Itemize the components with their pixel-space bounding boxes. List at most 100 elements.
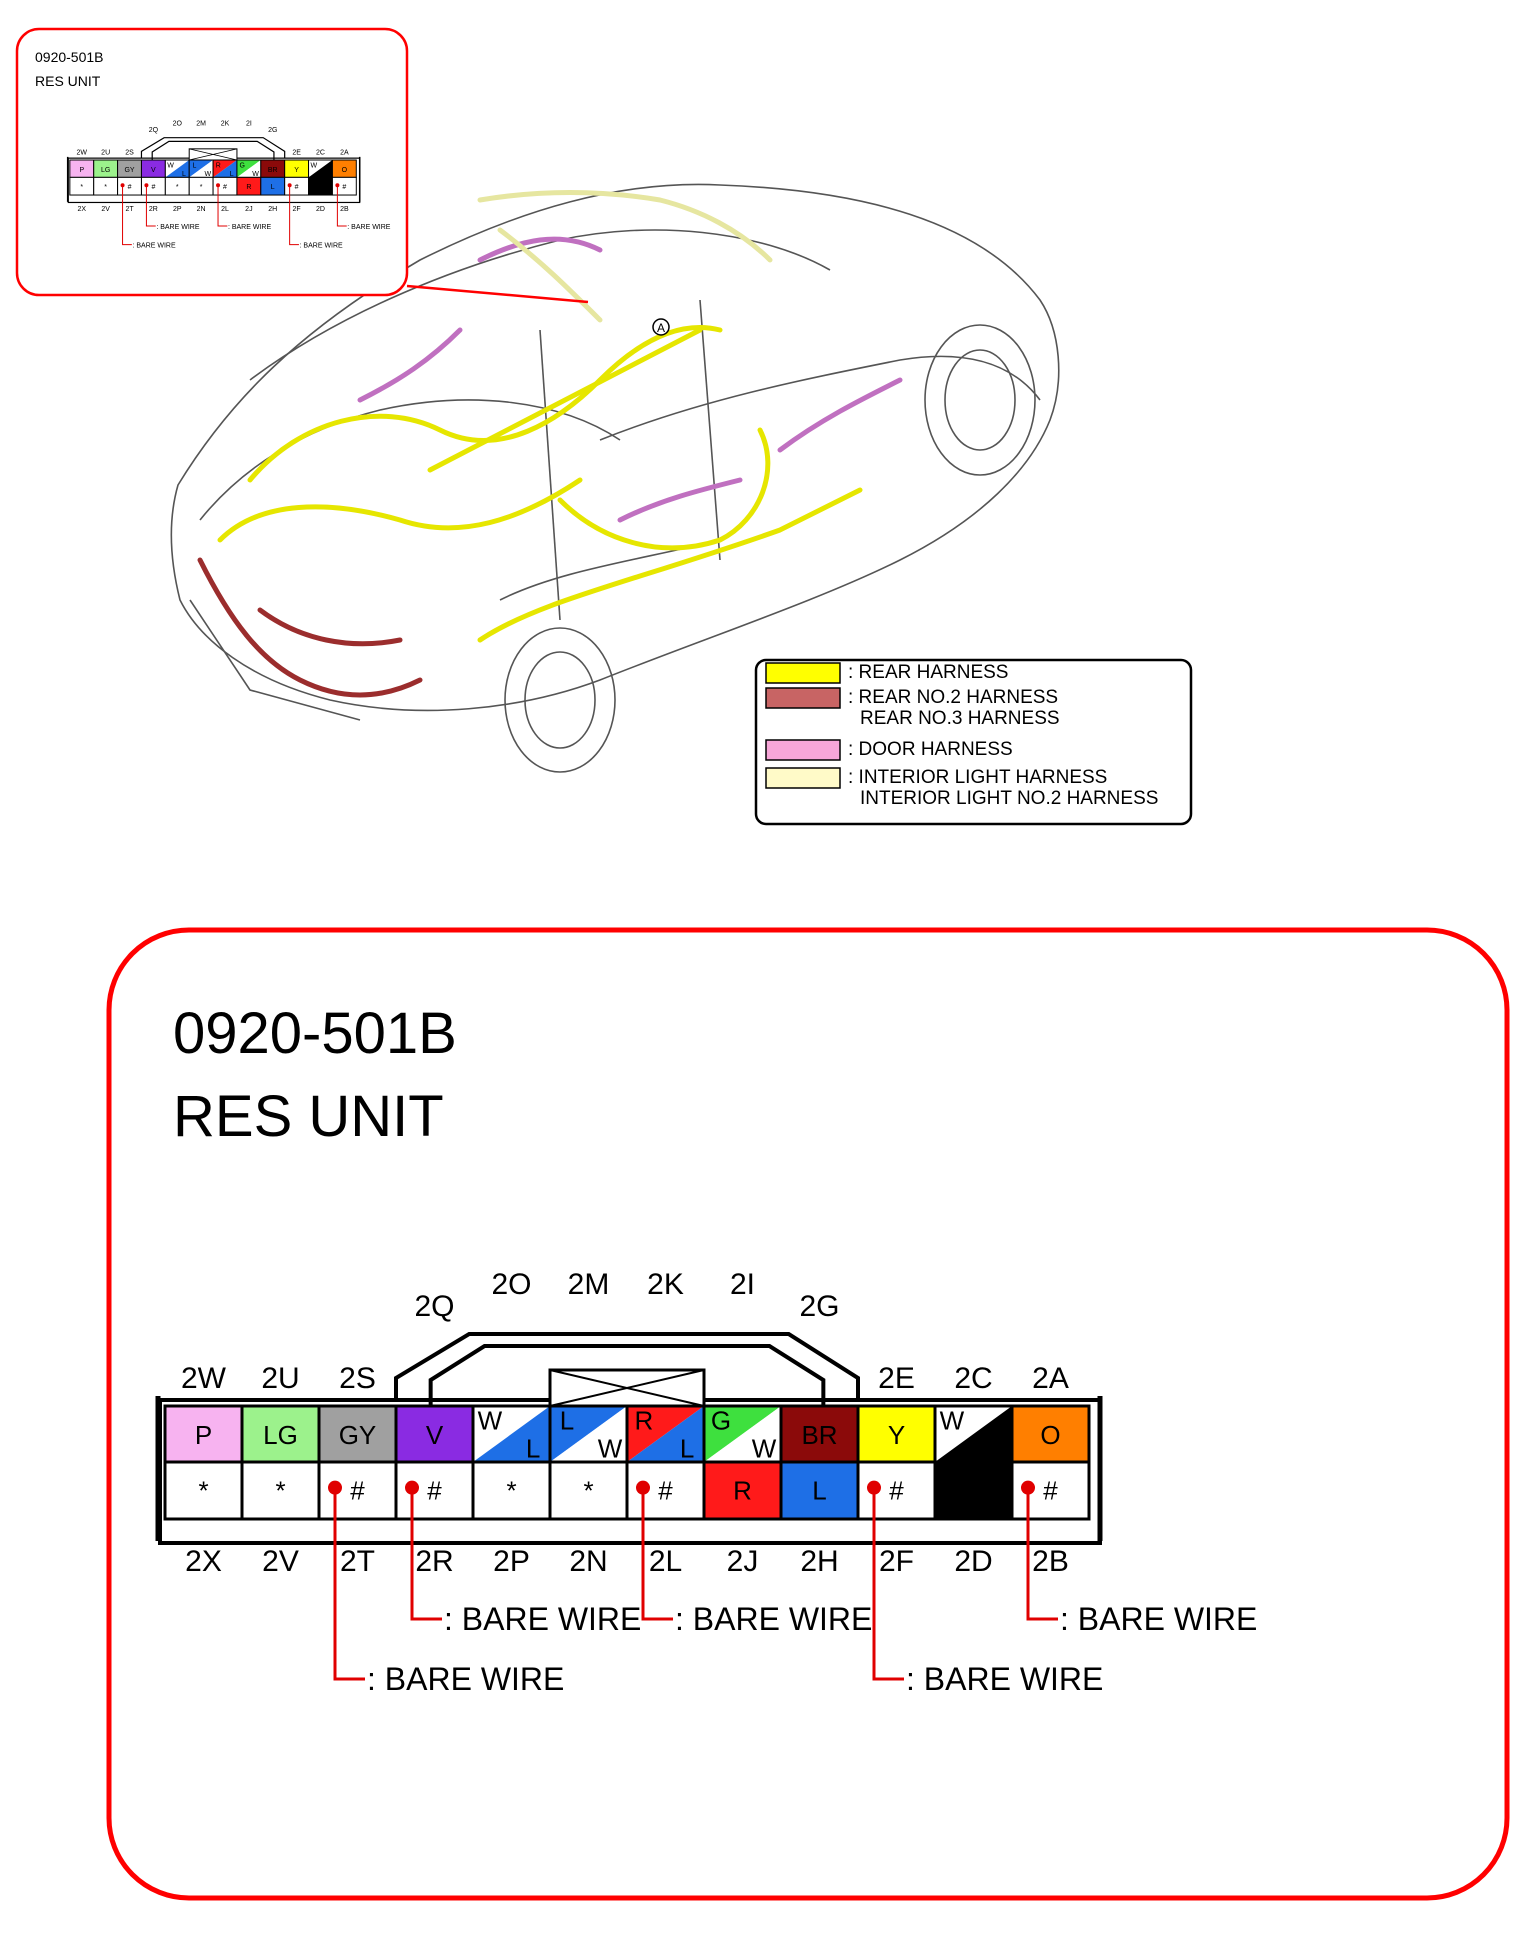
wire-color-2O-base: W — [167, 162, 174, 169]
wire-color-2O-base: W — [478, 1406, 503, 1436]
inset-connector-name: RES UNIT — [35, 73, 101, 89]
wire-color-2I-stripe: W — [252, 171, 259, 178]
cavity-lower-2V — [240, 1460, 321, 1521]
wire-color-2K-base: R — [216, 162, 221, 169]
bare-wire-label-2L: : BARE WIRE — [228, 224, 272, 231]
wire-color-2X: * — [80, 184, 83, 191]
pin-number-2W: 2W — [77, 149, 88, 156]
wire-color-2R: # — [151, 184, 155, 191]
pin-number-2G: 2G — [799, 1290, 839, 1323]
wire-color-2K-base: R — [635, 1406, 654, 1436]
pin-number-2F: 2F — [293, 206, 301, 213]
wire-color-2S: GY — [124, 167, 134, 174]
pin-number-2P: 2P — [493, 1545, 530, 1578]
wire-color-2W: P — [195, 1420, 212, 1450]
legend-swatch-0 — [765, 662, 841, 684]
wire-color-2I-stripe: W — [752, 1434, 777, 1464]
wire-color-2L: # — [223, 184, 227, 191]
legend-swatch-1 — [765, 687, 841, 709]
wire-color-2U: LG — [101, 167, 110, 174]
wire-color-2E: Y — [888, 1420, 905, 1450]
wire-color-2V: * — [275, 1476, 285, 1506]
pin-number-2P: 2P — [173, 206, 182, 213]
connector-lock-arch — [140, 137, 286, 159]
cavity-upper-2I-stripe — [236, 160, 261, 178]
connector-lock-inner — [151, 140, 275, 160]
cavity-upper-2K-stripe — [627, 1406, 704, 1462]
cavity-upper-2C-stripe — [935, 1406, 1012, 1462]
pin-number-2H: 2H — [268, 206, 277, 213]
connector-lock-arch — [394, 1332, 860, 1400]
pin-number-2J: 2J — [727, 1545, 759, 1578]
legend-label-3-1: INTERIOR LIGHT NO.2 HARNESS — [860, 788, 1158, 809]
pin-number-2H: 2H — [800, 1545, 838, 1578]
cavity-upper-2O-stripe — [165, 160, 190, 178]
bare-wire-leader-2L — [217, 185, 228, 227]
pin-number-2V: 2V — [101, 206, 110, 213]
pin-number-2R: 2R — [415, 1545, 453, 1578]
pin-number-2L: 2L — [221, 206, 229, 213]
pin-number-2V: 2V — [262, 1545, 299, 1578]
wire-color-2B: # — [1043, 1476, 1058, 1506]
inset-connector-id: 0920-501B — [35, 49, 104, 65]
pin-number-2N: 2N — [569, 1545, 607, 1578]
cavity-upper-2E — [856, 1404, 937, 1464]
cavity-upper-2M-stripe — [550, 1406, 627, 1462]
wire-color-2K-stripe: L — [680, 1434, 694, 1464]
bare-wire-label-2F: : BARE WIRE — [300, 243, 344, 250]
wire-color-2P: * — [506, 1476, 516, 1506]
pin-number-2J: 2J — [245, 206, 252, 213]
wire-color-2M-base: L — [192, 162, 196, 169]
cavity-upper-2C-stripe — [308, 160, 333, 178]
connector-key-cross — [549, 1369, 705, 1407]
wire-color-2Q: V — [151, 167, 156, 174]
connector-name: RES UNIT — [173, 1084, 444, 1149]
wire-color-2U: LG — [263, 1420, 298, 1450]
pin-number-2K: 2K — [221, 120, 230, 127]
wire-color-2I-base: G — [239, 162, 244, 169]
wire-color-2Q: V — [426, 1420, 444, 1450]
pin-number-2I: 2I — [246, 120, 252, 127]
wire-color-2O-stripe: L — [182, 171, 186, 178]
bare-wire-label-2R: : BARE WIRE — [156, 224, 200, 231]
bare-wire-label-2R: : BARE WIRE — [444, 1601, 641, 1637]
wire-color-2K-stripe: L — [230, 171, 234, 178]
legend-label-3-0: : INTERIOR LIGHT HARNESS — [848, 767, 1107, 788]
wire-color-2T: # — [350, 1476, 365, 1506]
wire-color-2N: * — [583, 1476, 593, 1506]
cavity-upper-2M-base — [189, 160, 214, 178]
bare-wire-leader-2B — [1026, 1487, 1058, 1621]
pin-number-2D: 2D — [954, 1545, 992, 1578]
wire-color-2B: # — [342, 184, 346, 191]
bare-wire-label-2B: : BARE WIRE — [1060, 1601, 1257, 1637]
legend-swatch-3 — [765, 767, 841, 789]
bare-wire-leader-2R — [145, 185, 156, 227]
svg-text:A: A — [657, 321, 665, 335]
wire-color-2X: * — [198, 1476, 208, 1506]
cavity-lower-2D — [933, 1460, 1014, 1521]
bare-wire-label-2B: : BARE WIRE — [347, 224, 391, 231]
bare-wire-leader-2F — [289, 185, 299, 246]
wire-color-2H: L — [271, 184, 275, 191]
pin-number-2S: 2S — [339, 1362, 376, 1395]
bare-wire-leader-2R — [410, 1487, 442, 1621]
cavity-lower-2P — [471, 1460, 552, 1521]
pin-number-2L: 2L — [649, 1545, 682, 1578]
wire-color-2W: P — [79, 167, 84, 174]
wire-color-2J: R — [246, 184, 251, 191]
pin-number-2S: 2S — [125, 149, 134, 156]
wire-color-2T: # — [128, 184, 132, 191]
cavity-upper-2O-stripe — [473, 1406, 550, 1462]
connector-lock-inner — [428, 1344, 826, 1406]
pin-number-2O: 2O — [491, 1268, 531, 1301]
cavity-lower-2N — [548, 1460, 629, 1521]
bare-wire-leader-2T — [122, 185, 132, 246]
pin-number-2C: 2C — [316, 149, 325, 156]
wire-color-2G: BR — [268, 167, 278, 174]
connector-id: 0920-501B — [173, 1001, 457, 1066]
pin-number-2D: 2D — [316, 206, 325, 213]
legend-label-0-0: : REAR HARNESS — [848, 662, 1008, 683]
